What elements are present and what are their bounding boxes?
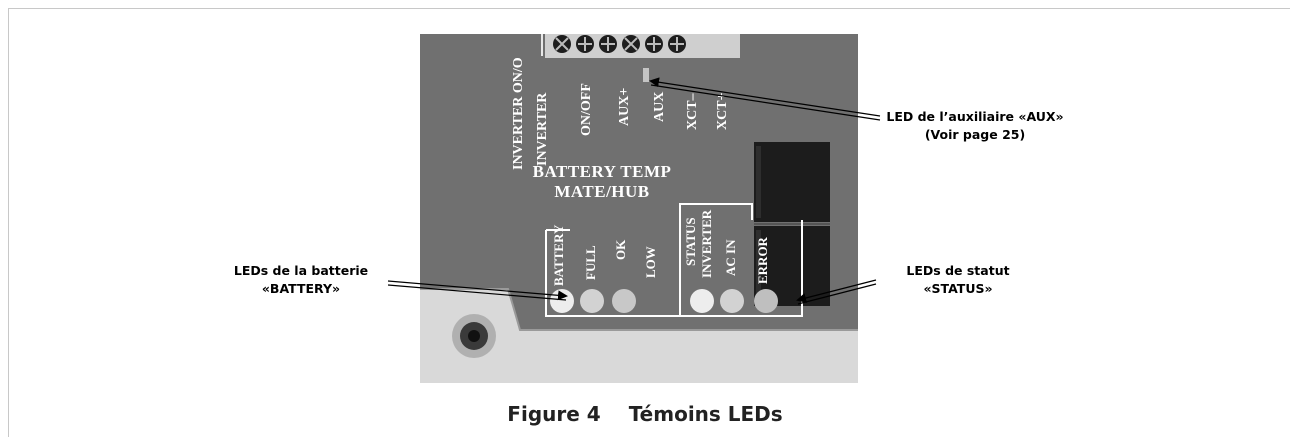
terminal-label-aux-plus: AUX+ [617,87,632,126]
callout-aux-led: LED de l’auxiliaire «AUX» (Voir page 25) [880,108,1070,144]
status-group-title: STATUS [683,217,698,266]
led-label-ac-in: AC IN [723,239,738,276]
device-illustration [420,34,858,383]
led-label-inverter: INVERTER [699,209,714,278]
callout-status-leds: LEDs de statut «STATUS» [898,262,1018,298]
terminal-label-xct-minus: XCT– [685,93,700,130]
terminal-label-xct-plus: XCT+ [715,92,730,130]
terminal-label-onoff: ON/OFF [579,83,594,136]
figure-number: Figure 4 [507,402,601,426]
led-label-error: ERROR [755,237,770,284]
led-indicators [550,289,778,313]
callout-status-line1: LEDs de statut [906,263,1010,278]
led-group-outlines [545,203,803,317]
screw-terminals [553,35,686,53]
port-label-mate-hub: MATE/HUB [554,182,650,201]
terminal-label-inverter: INVERTER [535,92,550,166]
figure-caption: Figure 4 Témoins LEDs [0,402,1290,426]
led-label-low: LOW [643,246,658,278]
aux-led [643,68,649,82]
page-frame-left [8,8,9,437]
callout-battery-leds: LEDs de la batterie «BATTERY» [216,262,386,298]
callout-aux-line1: LED de l’auxiliaire «AUX» [886,109,1064,124]
led-label-ok: OK [613,239,628,260]
callout-battery-line2: «BATTERY» [261,281,341,296]
mounting-screw [452,314,496,358]
terminal-label-inverter-onoff: INVERTER ON/O [511,57,526,170]
rj-jacks [754,142,830,306]
callout-status-line2: «STATUS» [923,281,993,296]
device-photo: INVERTER ON/O INVERTER ON/OFF AUX+ AUX X… [420,34,858,383]
terminal-label-aux: AUX [652,91,667,122]
battery-group-title: BATTERY [551,224,566,286]
page-frame-top [8,8,1290,9]
figure-title: Témoins LEDs [628,402,783,426]
callout-aux-line2: (Voir page 25) [924,127,1026,142]
callout-battery-line1: LEDs de la batterie [233,263,369,278]
led-label-full: FULL [583,245,598,280]
port-label-battery-temp: BATTERY TEMP [532,162,672,181]
